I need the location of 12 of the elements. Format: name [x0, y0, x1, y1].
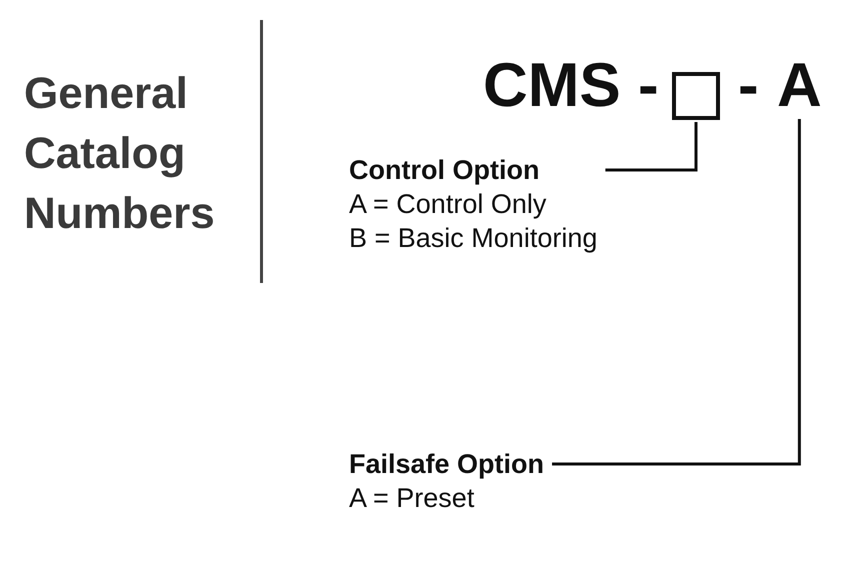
blank-option-box	[672, 72, 720, 120]
catalog-code-letter: A	[777, 55, 822, 117]
leader-line	[552, 119, 801, 466]
catalog-code-text: -	[738, 55, 759, 117]
option-value: A = Control Only	[349, 188, 548, 221]
option-heading: Failsafe Option	[349, 448, 544, 481]
option-heading: Control Option	[349, 154, 540, 187]
leader-line	[605, 122, 698, 172]
option-value: A = Preset	[349, 482, 476, 515]
title: General Catalog Numbers	[24, 68, 216, 240]
option-value: B = Basic Monitoring	[349, 222, 598, 255]
catalog-code-text: CMS -	[483, 55, 659, 117]
